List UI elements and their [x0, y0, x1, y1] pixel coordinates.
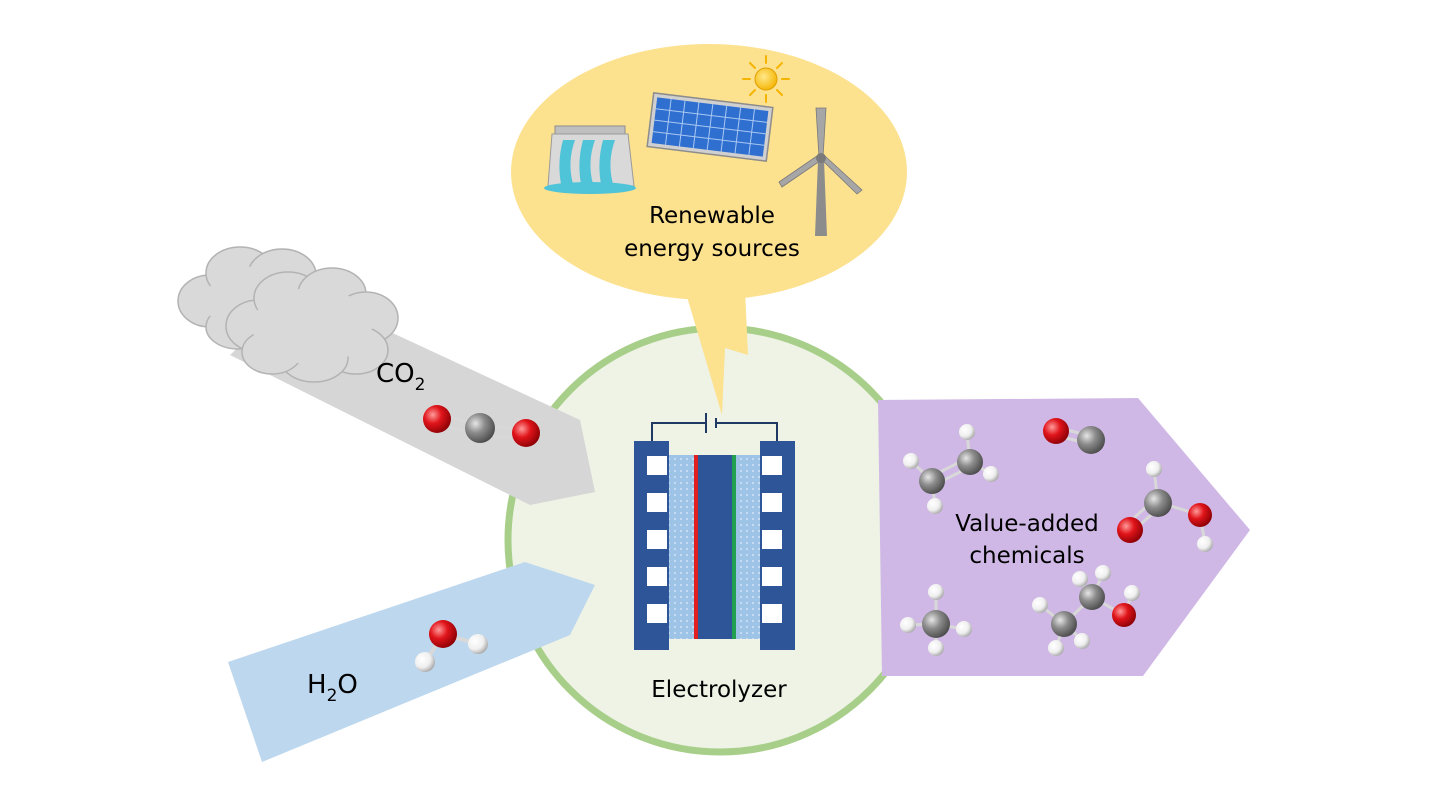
co2-label: CO2 — [376, 359, 425, 395]
formic-acid-molecule — [1117, 461, 1213, 552]
electrolyzer-cell — [634, 413, 795, 650]
solar-panel-icon — [646, 92, 774, 162]
methane-molecule — [900, 584, 972, 656]
battery-symbol-icon — [651, 413, 778, 442]
cloud-icon — [177, 246, 399, 383]
products-label-line2: chemicals — [969, 543, 1084, 569]
h2o-label: H2O — [307, 670, 358, 706]
h2o-molecule — [415, 620, 488, 672]
electrolyzer-label: Electrolyzer — [651, 677, 787, 703]
renewable-energy-bubble — [511, 44, 907, 415]
ethanol-molecule — [1032, 565, 1140, 656]
co-molecule — [1043, 418, 1105, 454]
co2-molecule — [423, 405, 540, 447]
ethylene-molecule — [903, 424, 999, 514]
h2o-input-arrow — [228, 562, 595, 762]
sun-icon — [742, 55, 790, 103]
renewable-label-line2: energy sources — [624, 236, 800, 262]
products-label-line1: Value-added — [955, 511, 1099, 537]
hydro-dam-icon — [544, 125, 636, 194]
renewable-label-line1: Renewable — [649, 203, 775, 229]
wind-turbine-icon — [778, 107, 863, 236]
